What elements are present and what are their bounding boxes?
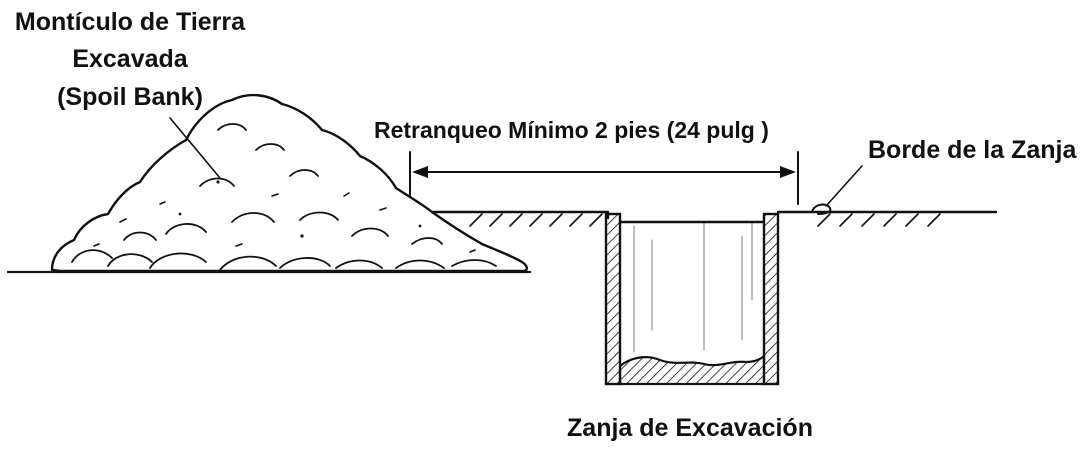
spoil-bank-pile [50,93,528,273]
trench-edge-marker [811,203,832,215]
spoil-bank-label-line2: Excavada [72,45,188,73]
trench-edge-leader [825,165,863,207]
spoil-bank-leader [169,117,221,179]
trench-label: Zanja de Excavación [567,414,813,442]
ground-hatch-right [817,213,941,227]
setback-dimension [409,151,799,205]
spoil-bank-label-line3: (Spoil Bank) [57,83,203,111]
spoil-bank-label-line1: Montículo de Tierra [15,8,246,36]
trench [604,212,780,386]
ground-hatch-left [469,213,603,227]
trench-edge-label: Borde de la Zanja [868,136,1077,164]
setback-label: Retranqueo Mínimo 2 pies (24 pulg ) [374,117,769,143]
